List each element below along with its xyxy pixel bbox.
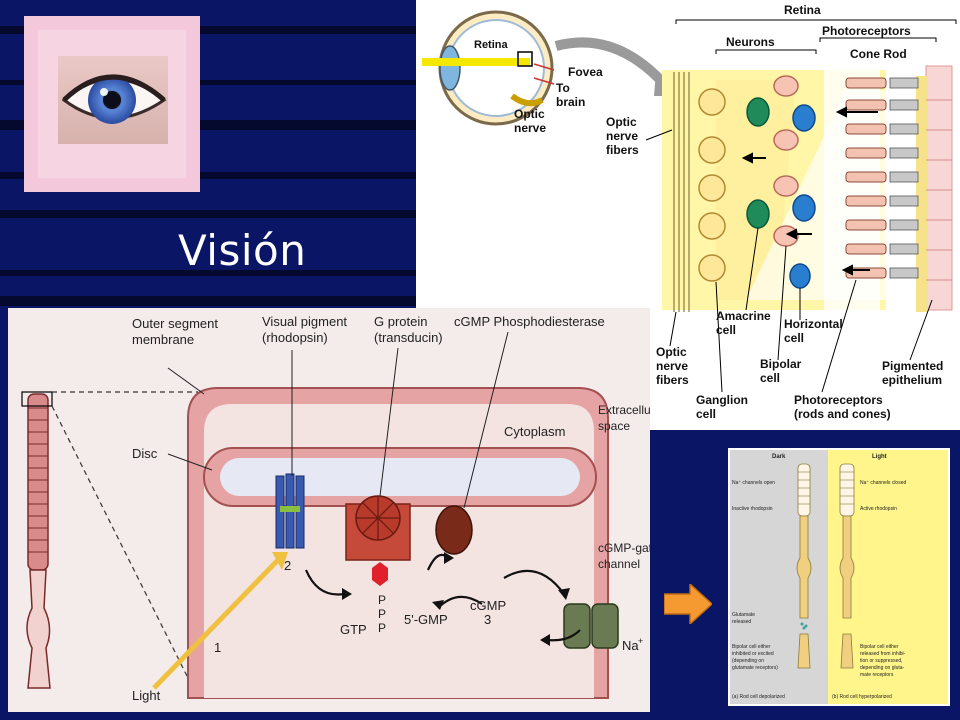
label-p3: P <box>378 621 386 635</box>
label-outer-segment-2: membrane <box>132 332 194 347</box>
label-ganglion-1: Ganglion <box>696 393 748 407</box>
rhodopsin <box>275 473 305 549</box>
label-optic-nerve-fibers-1: Optic <box>606 115 637 129</box>
slide-title: Visión <box>178 226 307 275</box>
label-step-3: 3 <box>484 612 491 627</box>
label-na: Na <box>622 638 639 653</box>
label-to-brain-1: To <box>556 81 570 95</box>
caption-right: (b) Rod cell hyperpolarized <box>832 694 892 700</box>
label-disc: Disc <box>132 446 158 461</box>
rod-cell <box>21 391 53 689</box>
label-dark: Dark <box>772 454 786 460</box>
label-retina-eye: Retina <box>474 39 509 51</box>
label-pigmented-2: epithelium <box>882 373 942 387</box>
label-pigmented-1: Pigmented <box>882 359 943 373</box>
g-protein <box>345 495 411 586</box>
label-amacrine-1: Amacrine <box>716 309 771 323</box>
label-g-protein-2: (transducin) <box>374 330 443 345</box>
label-cgmp: cGMP <box>470 598 506 613</box>
light-arrow <box>152 558 280 690</box>
label-bipolar-right-2: released from inhibi- <box>860 651 906 657</box>
label-optic-nerve-fibers-b1: Optic <box>656 345 687 359</box>
eye-photo <box>24 16 200 192</box>
label-cytoplasm: Cytoplasm <box>504 424 565 439</box>
label-optic-nerve-fibers-b2: nerve <box>656 359 688 373</box>
dark-rod <box>796 463 812 669</box>
label-na-sup: + <box>638 636 643 646</box>
label-step-1: 1 <box>214 640 221 655</box>
label-bipolar-left-4: glutamate receptors) <box>732 665 778 671</box>
label-horizontal-1: Horizontal <box>784 317 843 331</box>
label-light: Light <box>132 688 161 703</box>
label-bipolar-right-3: tion or suppressed, <box>860 658 903 664</box>
label-cone-rod: Cone Rod <box>850 47 907 61</box>
label-bipolar-1: Bipolar <box>760 357 802 371</box>
light-rod <box>839 463 855 669</box>
label-glutamate-2: released <box>732 619 751 625</box>
orange-arrow-icon <box>664 584 712 624</box>
label-fovea: Fovea <box>568 65 603 79</box>
label-bipolar-left-2: inhibited or excited <box>732 651 774 657</box>
label-p2: P <box>378 607 386 621</box>
label-extracellular-1: Extracellular <box>598 403 650 417</box>
label-bipolar-right-1: Bipolar cell either <box>860 644 899 650</box>
label-step-2: 2 <box>284 558 291 573</box>
label-retina-top: Retina <box>784 3 821 17</box>
label-bipolar-right-4: depending on gluta- <box>860 665 905 671</box>
label-optic-nerve-fibers-3: fibers <box>606 143 639 157</box>
label-visual-pigment-1: Visual pigment <box>262 314 347 329</box>
label-g-protein-1: G protein <box>374 314 427 329</box>
eye-cross-section <box>422 10 555 126</box>
label-photoreceptors-b1: Photoreceptors <box>794 393 883 407</box>
label-optic-nerve-fibers-2: nerve <box>606 129 638 143</box>
label-amacrine-2: cell <box>716 323 736 337</box>
label-extracellular-2: space <box>598 419 630 433</box>
label-photoreceptors-top: Photoreceptors <box>822 24 911 38</box>
label-5-gmp: 5'-GMP <box>404 612 448 627</box>
label-na-open: Na⁺ channels open <box>732 480 775 486</box>
label-cgmp-gated-2: channel <box>598 557 640 571</box>
label-outer-segment-1: Outer segment <box>132 316 218 331</box>
label-gtp: GTP <box>340 622 367 637</box>
label-inactive-rho: Inactive rhodopsin <box>732 506 773 512</box>
label-bipolar-left-1: Bipolar cell either <box>732 644 771 650</box>
retina-layers <box>645 19 957 393</box>
label-optic-nerve-fibers-b3: fibers <box>656 373 689 387</box>
zoom-lines <box>51 391 199 699</box>
label-p1: P <box>378 593 386 607</box>
label-bipolar-2: cell <box>760 371 780 385</box>
label-ganglion-2: cell <box>696 407 716 421</box>
label-na-closed: Na⁺ channels closed <box>860 480 906 486</box>
label-optic-nerve-2: nerve <box>514 121 546 135</box>
label-optic-nerve-1: Optic <box>514 107 545 121</box>
phosphodiesterase <box>435 505 473 555</box>
label-pde: cGMP Phosphodiesterase <box>454 314 605 329</box>
label-visual-pigment-2: (rhodopsin) <box>262 330 328 345</box>
zoom-arrow <box>554 37 670 90</box>
label-horizontal-2: cell <box>784 331 804 345</box>
label-active-rho: Active rhodopsin <box>860 506 897 512</box>
transduction-diagram: Outer segment membrane Visual pigment (r… <box>8 308 650 712</box>
retina-diagram: Retina Fovea To brain Optic nerve <box>416 0 960 430</box>
caption-left: (a) Rod cell depolarized <box>732 694 785 700</box>
label-glutamate-1: Glutamate <box>732 612 755 618</box>
label-light: Light <box>872 454 887 460</box>
label-cgmp-gated-1: cGMP-gated <box>598 541 650 555</box>
label-to-brain-2: brain <box>556 95 585 109</box>
label-bipolar-right-5: mate receptors <box>860 672 894 678</box>
dark-light-diagram: Dark Light Na⁺ channels open Inactive rh… <box>728 448 950 706</box>
label-bipolar-left-3: (depending on <box>732 658 764 664</box>
label-neurons: Neurons <box>726 35 775 49</box>
label-photoreceptors-b2: (rods and cones) <box>794 407 891 421</box>
